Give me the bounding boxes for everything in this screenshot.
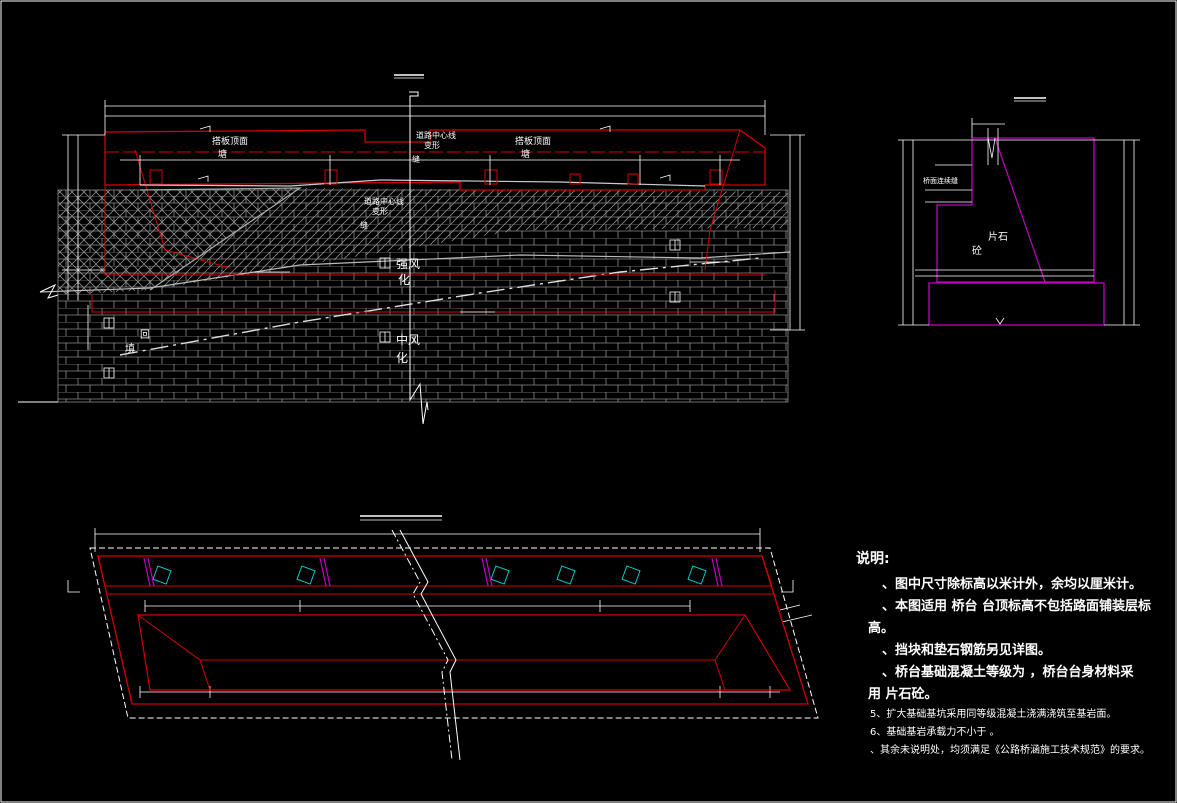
centerline-label-a-2: 变形 [424,140,440,150]
abutment-slope-line [994,137,1046,283]
weathered-zone-cross [58,188,300,295]
bearing-pad [569,173,581,185]
inner-edge [199,659,211,691]
centerline-label-b-3: 缝 [360,220,368,230]
abutment-body [936,137,1095,283]
weathered-mid-label: 中风 [396,332,420,347]
slab-label-left: 搭板顶面 [212,135,248,147]
bearing-markers [143,557,723,587]
material-label: 片石 [988,230,1008,243]
note-small-line: 、其余未说明处，均须满足《公路桥涵施工技术规范》的要求。 [870,745,1150,756]
dimension-lines [62,100,805,350]
note-line: 、桥台基础混凝土等级为 ，桥台台身材料采 [882,665,1134,680]
weathered-zone-diag [150,188,788,290]
level-marks [197,125,730,313]
rock-outline [57,189,789,403]
slope-line [139,187,302,291]
elevation-view: 搭板顶面 塘 搭板顶面 塘 道路中心线 变形 缝 道路中心线 变形 缝 强风 化… [18,74,805,425]
centerline-label-b: 道路中心线 [364,196,404,206]
note-line: 用 片石砼。 [868,687,938,702]
weathered-strong-label-2: 化 [398,273,410,287]
inner-slope [136,614,746,661]
foundation-outline [104,185,765,276]
note-small-line: 6、基础基岩承载力不小于 。 [870,727,1000,738]
inner-body [137,614,792,691]
note-line: 高。 [868,621,895,636]
excavation-boundary [89,547,819,719]
centerline-label-b-2: 变形 [372,206,388,216]
elevation-marker [103,239,681,379]
cap-line [139,179,706,187]
note-small-line: 5、扩大基础基坑采用同等级混凝土浇满浇筑至基岩面。 [870,709,1117,720]
notes-title: 说明: [856,551,890,567]
centerline-label-a-3: 缝 [412,154,420,164]
joint-detail [987,137,996,159]
side-view: 桥面连续缝 片石 砼 [898,97,1140,326]
bearing-pad [324,169,338,185]
note-line: 、本图适用 桥台 台顶标高不包括路面铺装层标 [882,599,1152,614]
centerline-label-a: 道路中心线 [416,130,456,140]
abutment-footing [928,282,1105,326]
abutment-slope [704,129,741,271]
weathered-strong-label: 强风 [396,257,420,271]
weathered-mid-label-2: 化 [396,351,408,365]
footing-outline [97,555,809,705]
plan-view [67,515,819,761]
bearing-pad [709,169,723,185]
notes-panel: 说明: 、图中尺寸除标高以米计外，余均以厘米计。 、本图适用 桥台 台顶标高不包… [856,548,1174,760]
note-line: 、图中尺寸除标高以米计外，余均以厘米计。 [882,577,1143,592]
backfill-label: 回 [140,329,150,341]
joint-label: 桥面连续缝 [923,176,958,185]
foundation-base [91,290,776,313]
slab-label-right: 搭板顶面 [515,135,551,147]
bearing-pad [627,173,639,185]
inner-edge [714,659,726,691]
plan-dimensions [67,528,813,698]
side-dimensions [898,118,1140,326]
material-label-2: 砼 [972,244,982,257]
bearing-pad [149,169,163,185]
cap-outline [97,555,773,587]
break-line [409,91,429,425]
break-line [399,529,461,761]
break-symbol [39,283,59,299]
abutment-slope [134,149,231,269]
backfill-label-2: 填 [125,342,135,355]
bearing-pad [484,169,498,185]
abutment-outline [104,129,766,191]
slab-label-left-2: 塘 [218,148,227,160]
weathering-boundary [119,257,761,356]
break-line [391,529,453,761]
slab-label-right-2: 塘 [521,148,530,160]
note-line: 、挡块和垫石钢筋另见详图。 [882,643,1052,658]
